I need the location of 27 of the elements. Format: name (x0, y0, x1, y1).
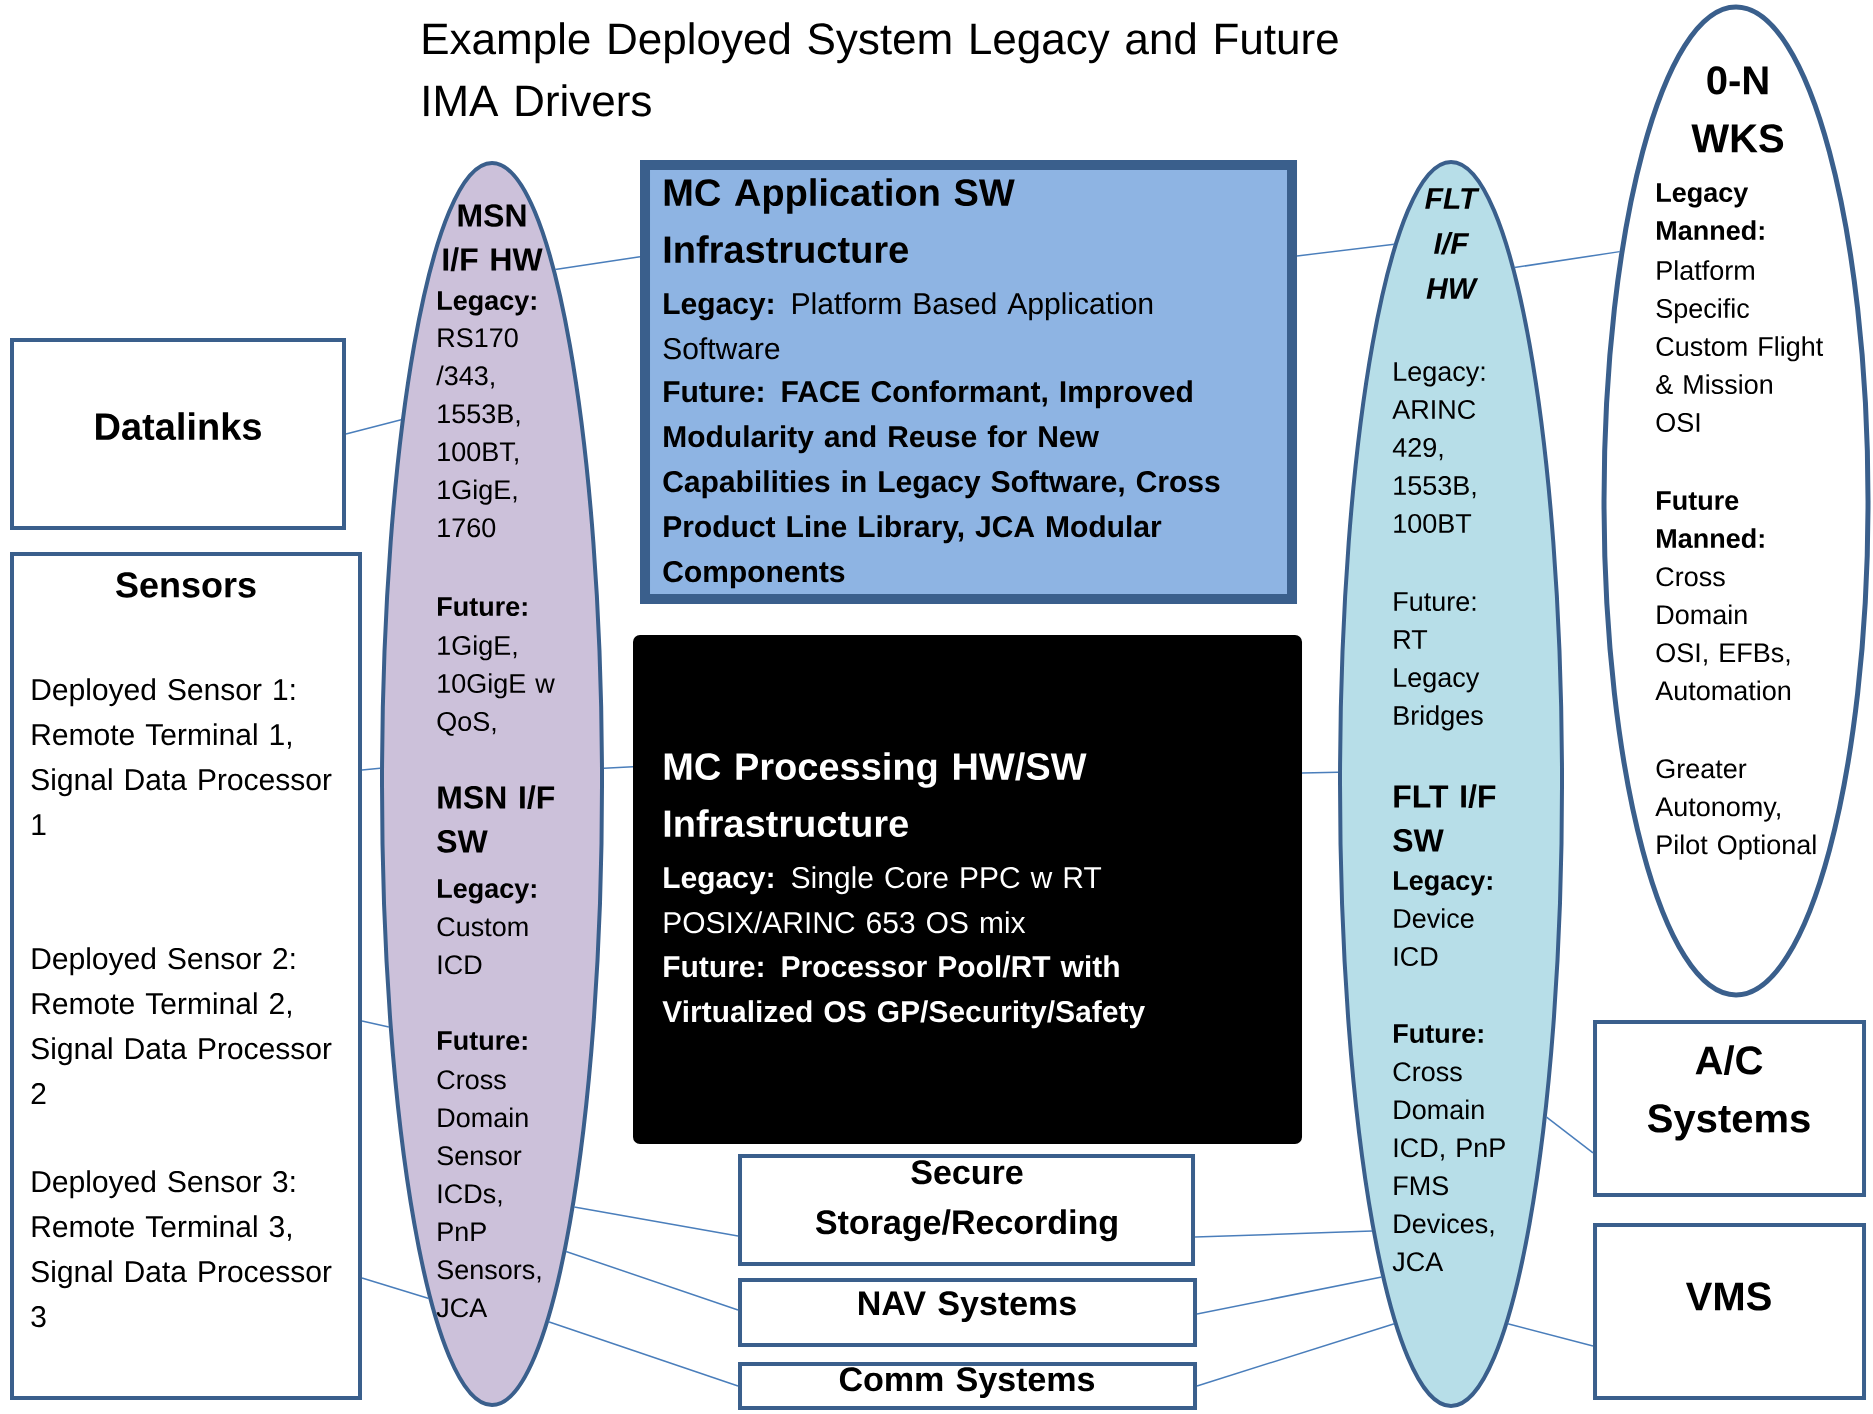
connector-line (1194, 1230, 1373, 1238)
system-box: Datalinks (10, 338, 346, 530)
connector-line (1296, 243, 1396, 257)
system-box: Secure Storage/Recording (738, 1154, 1195, 1266)
connector-line (1196, 1322, 1396, 1387)
connector-line (1513, 250, 1621, 269)
connector-line (361, 1277, 430, 1300)
connector-line (1507, 1322, 1594, 1347)
processing-box: MC Processing HW/SW Infrastructure Legacy: Single Core PPC w RT POSIX/ARINC 653 OS mix Future: Processor Pool/RT with Virtualized OS GP/Security/Safety (633, 635, 1302, 1144)
connector-line (1196, 1276, 1383, 1315)
connector-line (345, 418, 402, 435)
system-box: Comm Systems (738, 1362, 1197, 1410)
connector-line (547, 1321, 739, 1387)
connector-line (361, 1020, 390, 1028)
sensor-panel: Sensors Deployed Sensor 1: Remote Terminal 1, Signal Data Processor 1 Deployed Sensor 2: Remote Terminal 2, Signal Data Processor 2 Deployed Sensor 3: Remote Terminal 3, Signal Data Processor 3 (10, 552, 362, 1400)
connector-line (565, 1250, 739, 1311)
connector-line (603, 766, 634, 770)
connector-line (554, 256, 641, 271)
connector-line (361, 767, 381, 771)
connector-line (1545, 1116, 1594, 1154)
software-box: MC Application SW Infrastructure Legacy: Platform Based Application Software Future: FACE Conformant, Improved Modularity and Reuse for New Capabilities in Legacy Software, Cross Product Line Library, JCA Modular Components (640, 160, 1297, 604)
system-box: A/C Systems (1593, 1020, 1866, 1197)
system-box: VMS (1593, 1223, 1866, 1400)
title: Example Deployed System Legacy and Future IMA Drivers (423, 22, 1338, 117)
system-box: NAV Systems (738, 1278, 1197, 1347)
connector-line (573, 1206, 739, 1237)
connector-line (1301, 771, 1339, 774)
